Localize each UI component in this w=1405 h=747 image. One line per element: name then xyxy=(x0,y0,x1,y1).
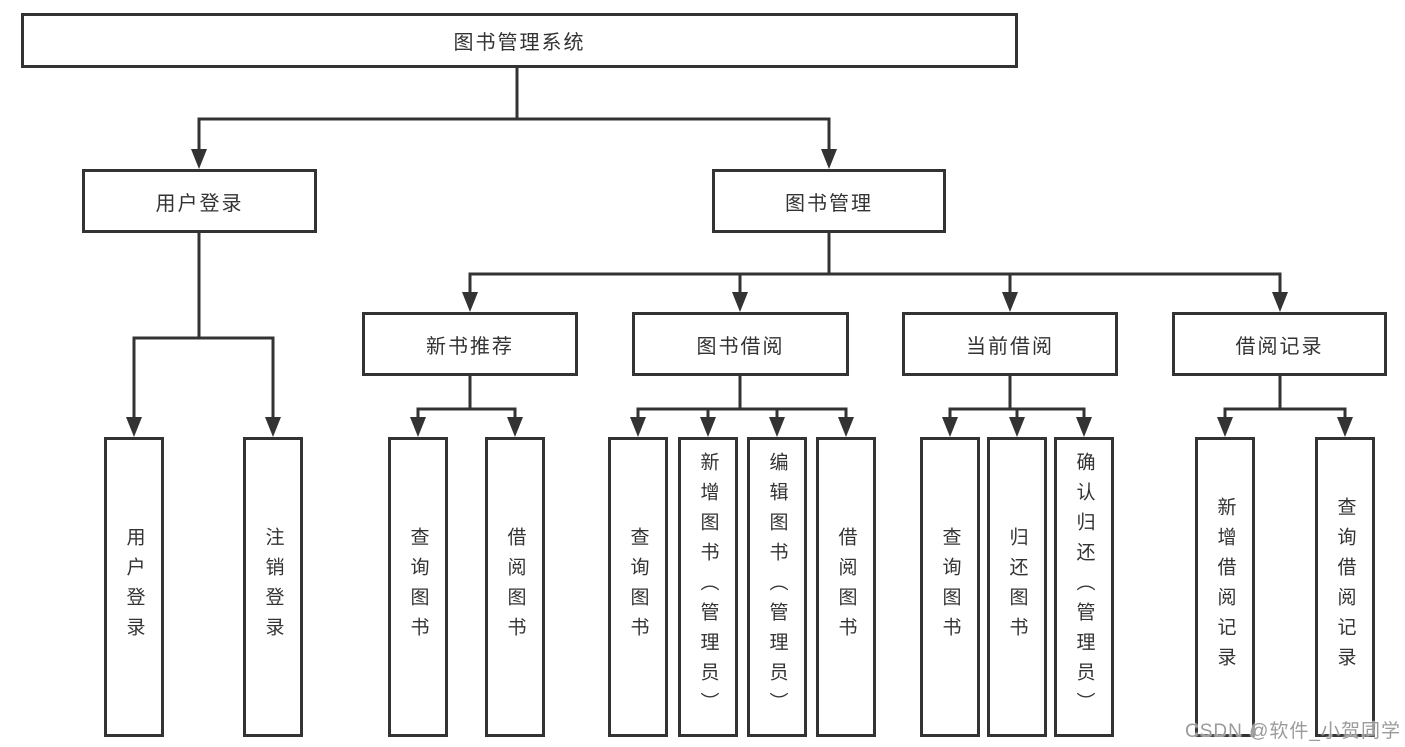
node-add-borrow-record: 新增借阅记录 xyxy=(1195,437,1255,737)
node-new-book-recommend: 新书推荐 xyxy=(362,312,578,376)
node-current-borrowing-label: 当前借阅 xyxy=(966,335,1054,358)
node-new-book-recommend-label: 新书推荐 xyxy=(426,335,514,358)
node-query-books-recommend-label: 查询图书 xyxy=(407,527,429,647)
node-root-label: 图书管理系统 xyxy=(453,32,586,54)
node-user-login-branch-label: 用户登录 xyxy=(155,192,244,215)
node-borrow-books-borrowing-label: 借阅图书 xyxy=(835,527,857,647)
node-query-books-current: 查询图书 xyxy=(920,437,980,737)
node-book-borrowing-label: 图书借阅 xyxy=(696,335,785,358)
node-borrow-books-recommend: 借阅图书 xyxy=(485,437,545,737)
node-logout: 注销登录 xyxy=(243,437,303,737)
node-add-borrow-record-label: 新增借阅记录 xyxy=(1214,497,1236,677)
node-root: 图书管理系统 xyxy=(21,13,1018,68)
node-user-login-label: 用户登录 xyxy=(123,527,145,647)
node-edit-books-admin-label: 编辑图书（管理员） xyxy=(766,452,788,722)
node-query-borrow-record: 查询借阅记录 xyxy=(1315,437,1375,737)
node-user-login: 用户登录 xyxy=(104,437,164,737)
node-confirm-return-admin-label: 确认归还（管理员） xyxy=(1073,452,1095,722)
node-query-books-borrowing-label: 查询图书 xyxy=(627,527,649,647)
node-borrow-books-recommend-label: 借阅图书 xyxy=(504,527,526,647)
node-borrowing-records: 借阅记录 xyxy=(1172,312,1387,376)
node-add-books-admin: 新增图书（管理员） xyxy=(678,437,738,737)
node-borrow-books-borrowing: 借阅图书 xyxy=(816,437,876,737)
node-user-login-branch: 用户登录 xyxy=(82,169,317,233)
node-borrowing-records-label: 借阅记录 xyxy=(1235,335,1324,358)
node-book-management: 图书管理 xyxy=(712,169,946,233)
node-query-borrow-record-label: 查询借阅记录 xyxy=(1334,497,1356,677)
node-edit-books-admin: 编辑图书（管理员） xyxy=(747,437,807,737)
node-query-books-recommend: 查询图书 xyxy=(388,437,448,737)
node-book-management-label: 图书管理 xyxy=(785,192,873,215)
node-return-books: 归还图书 xyxy=(987,437,1047,737)
node-query-books-current-label: 查询图书 xyxy=(939,527,961,647)
node-query-books-borrowing: 查询图书 xyxy=(608,437,668,737)
node-book-borrowing: 图书借阅 xyxy=(632,312,849,376)
node-return-books-label: 归还图书 xyxy=(1006,527,1028,647)
node-confirm-return-admin: 确认归还（管理员） xyxy=(1054,437,1114,737)
node-current-borrowing: 当前借阅 xyxy=(902,312,1118,376)
node-logout-label: 注销登录 xyxy=(262,527,284,647)
node-add-books-admin-label: 新增图书（管理员） xyxy=(697,452,719,722)
csdn-watermark: CSDN @软件_小贺同学 xyxy=(1185,721,1401,742)
arrowheads xyxy=(126,149,1353,437)
